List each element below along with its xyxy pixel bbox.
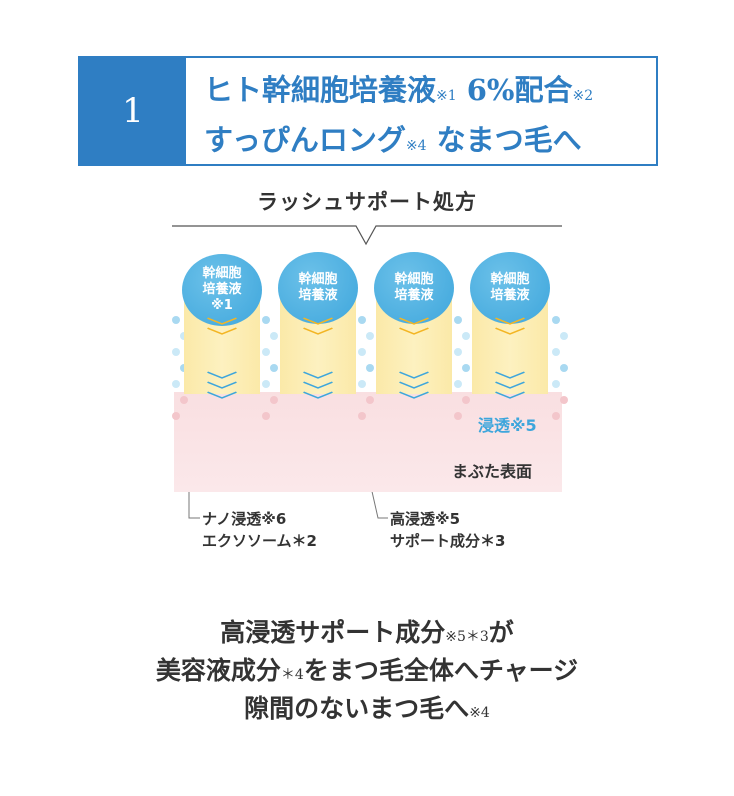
chevron-down-icon: ﹀	[302, 389, 334, 413]
particle-dot	[172, 348, 180, 356]
headline-note-2: ※2	[572, 88, 594, 104]
particle-dot	[552, 316, 560, 324]
lash-label-2a: 幹細胞	[298, 272, 338, 287]
headline-text-1a: ヒト幹細胞培養液	[204, 73, 437, 107]
callout-left-line-2: エクソソーム＊2	[202, 532, 317, 550]
chevron-down-icon: ﹀	[494, 325, 526, 349]
penetration-label: 浸透※5	[478, 416, 537, 435]
headline-text-2b: なまつ毛へ	[426, 123, 582, 157]
summary-1b: が	[488, 618, 514, 647]
particle-dot	[552, 412, 560, 420]
particle-dot	[262, 348, 270, 356]
particle-dot	[172, 380, 180, 388]
point-number: 1	[122, 91, 144, 131]
summary-text: 高浸透サポート成分※5＊3が 美容液成分＊4をまつ毛全体へチャージ 隙間のないま…	[0, 616, 734, 730]
particle-dot	[180, 396, 188, 404]
lash-head-3: 幹細胞 培養液	[374, 252, 454, 324]
particle-dot	[270, 364, 278, 372]
headline-note-1: ※1	[436, 88, 457, 104]
particle-dot	[358, 412, 366, 420]
particle-dot	[560, 364, 568, 372]
particle-dot	[358, 348, 366, 356]
particle-dot	[262, 380, 270, 388]
particle-dot	[358, 380, 366, 388]
chevron-down-icon: ﹀	[206, 325, 238, 349]
lash-label-2b: 培養液	[298, 288, 338, 303]
particle-dot	[552, 380, 560, 388]
lash-label-4b: 培養液	[490, 288, 530, 303]
summary-line-3: 隙間のないまつ毛へ※4	[0, 692, 734, 730]
chevron-down-icon: ﹀	[494, 389, 526, 413]
summary-note-2: ＊4	[280, 667, 304, 683]
particle-dot	[366, 332, 374, 340]
summary-2b: をまつ毛全体へチャージ	[303, 656, 579, 685]
particle-dot	[454, 316, 462, 324]
lash-label-1c: ※1	[211, 298, 233, 313]
particle-dot	[270, 396, 278, 404]
headline-note-3: ※4	[405, 138, 427, 154]
particle-dot	[560, 396, 568, 404]
lash-label-3a: 幹細胞	[394, 272, 434, 287]
lash-label-1b: 培養液	[202, 282, 242, 297]
callout-support-ingredient: 高浸透※5 サポート成分＊3	[390, 508, 505, 552]
diagram-title: ラッシュサポート処方	[257, 190, 477, 214]
particle-dot	[366, 364, 374, 372]
summary-note-3: ※4	[469, 705, 490, 721]
particle-dot	[358, 316, 366, 324]
particle-dot	[560, 332, 568, 340]
particle-dot	[462, 332, 470, 340]
particle-dot	[262, 316, 270, 324]
chevron-down-icon: ﹀	[398, 325, 430, 349]
particle-dot	[454, 412, 462, 420]
summary-1a: 高浸透サポート成分	[220, 618, 446, 647]
chevron-down-icon: ﹀	[206, 389, 238, 413]
eyelid-surface	[174, 392, 562, 492]
callout-nano-exosome: ナノ浸透※6 エクソソーム＊2	[202, 508, 317, 552]
summary-3a: 隙間のないまつ毛へ	[244, 694, 470, 723]
particle-dot	[172, 316, 180, 324]
particle-dot	[172, 412, 180, 420]
lash-label-4a: 幹細胞	[490, 272, 530, 287]
callout-right-line-2: サポート成分＊3	[390, 532, 506, 550]
headline-line-2: すっぴんロング※4 なまつ毛へ	[204, 118, 648, 168]
eyelid-surface-label: まぶた表面	[452, 462, 533, 481]
summary-line-1: 高浸透サポート成分※5＊3が	[0, 616, 734, 654]
headline-text-1b: 6%配合	[456, 73, 573, 107]
headline-box: 1 ヒト幹細胞培養液※1 6%配合※2 すっぴんロング※4 なまつ毛へ	[78, 56, 658, 166]
particle-dot	[462, 396, 470, 404]
lash-head-2: 幹細胞 培養液	[278, 252, 358, 324]
lash-head-1: 幹細胞 培養液 ※1	[182, 254, 262, 326]
chevron-down-icon: ﹀	[302, 325, 334, 349]
summary-note-1: ※5＊3	[445, 629, 489, 645]
particle-dot	[462, 364, 470, 372]
title-bracket	[172, 225, 562, 246]
particle-dot	[454, 380, 462, 388]
lash-label-1a: 幹細胞	[202, 266, 242, 281]
chevron-down-icon: ﹀	[398, 389, 430, 413]
headline-text-2a: すっぴんロング	[204, 123, 406, 157]
callout-right-line-1: 高浸透※5	[390, 510, 461, 528]
particle-dot	[270, 332, 278, 340]
lash-label-3b: 培養液	[394, 288, 434, 303]
particle-dot	[262, 412, 270, 420]
point-number-badge: 1	[80, 58, 186, 164]
summary-2a: 美容液成分	[155, 656, 281, 685]
callout-left-line-1: ナノ浸透※6	[202, 510, 287, 528]
particle-dot	[366, 396, 374, 404]
headline: ヒト幹細胞培養液※1 6%配合※2 すっぴんロング※4 なまつ毛へ	[204, 68, 648, 168]
lash-head-4: 幹細胞 培養液	[470, 252, 550, 324]
headline-line-1: ヒト幹細胞培養液※1 6%配合※2	[204, 68, 648, 118]
particle-dot	[552, 348, 560, 356]
particle-dot	[454, 348, 462, 356]
summary-line-2: 美容液成分＊4をまつ毛全体へチャージ	[0, 654, 734, 692]
